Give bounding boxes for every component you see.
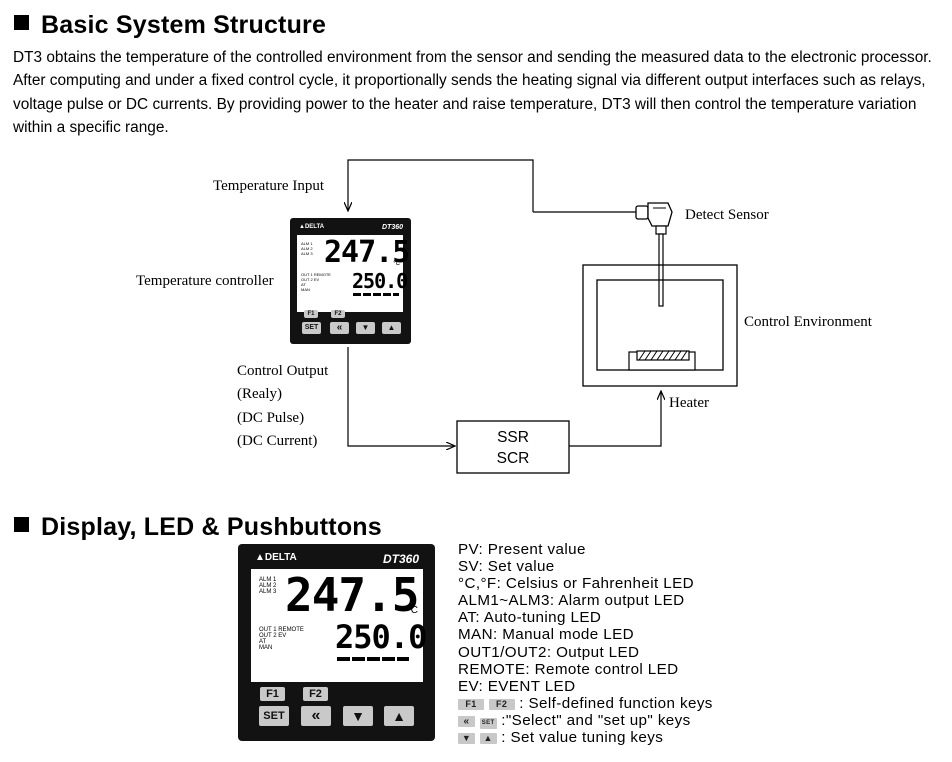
legend-key-text: : Self-defined function keys bbox=[519, 694, 713, 712]
legend-item: AT: Auto-tuning LED bbox=[458, 609, 602, 627]
paragraph-line: within a specific range. bbox=[13, 118, 169, 136]
legend-item: PV: Present value bbox=[458, 541, 586, 558]
bullet-square-icon bbox=[14, 15, 29, 30]
display-legend: PV: Present value SV: Set value °C,°F: C… bbox=[458, 541, 713, 746]
heading-text: Display, LED & Pushbuttons bbox=[41, 513, 382, 541]
temperature-input-line bbox=[348, 159, 534, 212]
down-key[interactable]: ▼ bbox=[343, 706, 373, 726]
section-heading-basic-structure: Basic System Structure bbox=[14, 11, 326, 40]
down-key-icon: ▼ bbox=[458, 733, 475, 745]
pv-display: 247.5 bbox=[285, 568, 419, 622]
sv-display: 250.0 bbox=[352, 269, 408, 293]
detect-sensor-icon bbox=[635, 202, 673, 307]
shift-key-icon: « bbox=[458, 715, 475, 727]
shift-key[interactable]: « bbox=[301, 706, 331, 726]
bullet-square-icon bbox=[14, 517, 29, 532]
up-key-icon: ▲ bbox=[479, 733, 497, 745]
set-key[interactable]: SET bbox=[302, 322, 321, 334]
paragraph-line: After computing and under a fixed contro… bbox=[13, 72, 926, 90]
control-output-line bbox=[347, 347, 455, 446]
model-label: DT360 bbox=[381, 224, 403, 231]
legend-key-text: :"Select" and "set up" keys bbox=[501, 711, 691, 729]
up-key[interactable]: ▲ bbox=[384, 706, 414, 726]
ssr-scr-labels: SSR SCR bbox=[457, 427, 569, 469]
f2-key[interactable]: F2 bbox=[303, 687, 328, 701]
control-output-line-text: (DC Pulse) bbox=[237, 409, 305, 426]
model-label: DT360 bbox=[382, 552, 419, 566]
intro-paragraph: DT3 obtains the temperature of the contr… bbox=[13, 46, 948, 139]
ssr-label: SSR bbox=[497, 429, 529, 446]
ssr-scr-box bbox=[456, 420, 570, 474]
bar-indicator bbox=[353, 293, 399, 296]
set-key[interactable]: SET bbox=[259, 706, 289, 726]
bar-indicator bbox=[337, 657, 409, 661]
legend-item: SV: Set value bbox=[458, 558, 555, 576]
legend-item: EV: EVENT LED bbox=[458, 677, 576, 695]
label-temperature-controller: Temperature controller bbox=[136, 273, 274, 289]
up-key[interactable]: ▲ bbox=[382, 322, 401, 334]
down-key[interactable]: ▼ bbox=[356, 322, 375, 334]
f1-key-icon: F1 bbox=[458, 698, 484, 710]
f1-key[interactable]: F1 bbox=[260, 687, 285, 701]
heater-element-icon bbox=[628, 350, 696, 371]
heater-line bbox=[569, 391, 661, 447]
set-key-icon: SET bbox=[479, 717, 497, 729]
control-output-line-text: (Realy) bbox=[237, 386, 282, 403]
paragraph-line: DT3 obtains the temperature of the contr… bbox=[13, 49, 932, 66]
delta-logo: ▲DELTA bbox=[299, 224, 325, 230]
legend-item: REMOTE: Remote control LED bbox=[458, 660, 679, 678]
legend-key-row-tuning: ▼ ▲ : Set value tuning keys bbox=[458, 729, 713, 746]
legend-item: ALM1~ALM3: Alarm output LED bbox=[458, 592, 685, 610]
f2-key-icon: F2 bbox=[488, 698, 515, 710]
shift-key[interactable]: « bbox=[330, 322, 349, 334]
control-output-line-text: Control Output bbox=[237, 363, 329, 379]
section-heading-display: Display, LED & Pushbuttons bbox=[14, 513, 382, 542]
label-control-environment: Control Environment bbox=[744, 314, 872, 330]
pv-display: 247.5 bbox=[324, 235, 410, 270]
legend-key-text: : Set value tuning keys bbox=[501, 729, 664, 747]
scr-label: SCR bbox=[496, 450, 530, 467]
f1-key[interactable]: F1 bbox=[304, 310, 318, 318]
heading-text: Basic System Structure bbox=[41, 11, 327, 39]
legend-key-row-function: F1 F2 : Self-defined function keys bbox=[458, 695, 713, 712]
legend-item: °C,°F: Celsius or Fahrenheit LED bbox=[458, 575, 694, 593]
f2-key[interactable]: F2 bbox=[331, 310, 345, 318]
control-output-line-text: (DC Current) bbox=[237, 432, 318, 449]
legend-key-row-select: « SET :"Select" and "set up" keys bbox=[458, 712, 713, 729]
unit-led: °C bbox=[406, 605, 418, 616]
paragraph-line: voltage pulse or DC currents. By providi… bbox=[13, 95, 917, 113]
control-environment-box bbox=[582, 264, 738, 387]
label-detect-sensor: Detect Sensor bbox=[685, 207, 769, 223]
unit-led: °C bbox=[393, 261, 400, 267]
label-control-output: Control Output (Realy) (DC Pulse) (DC Cu… bbox=[237, 360, 328, 453]
legend-item: MAN: Manual mode LED bbox=[458, 626, 634, 644]
delta-logo: ▲DELTA bbox=[255, 552, 297, 563]
sv-display: 250.0 bbox=[335, 618, 427, 656]
label-heater: Heater bbox=[669, 395, 709, 411]
label-temperature-input: Temperature Input bbox=[213, 178, 324, 194]
legend-item: OUT1/OUT2: Output LED bbox=[458, 643, 640, 661]
